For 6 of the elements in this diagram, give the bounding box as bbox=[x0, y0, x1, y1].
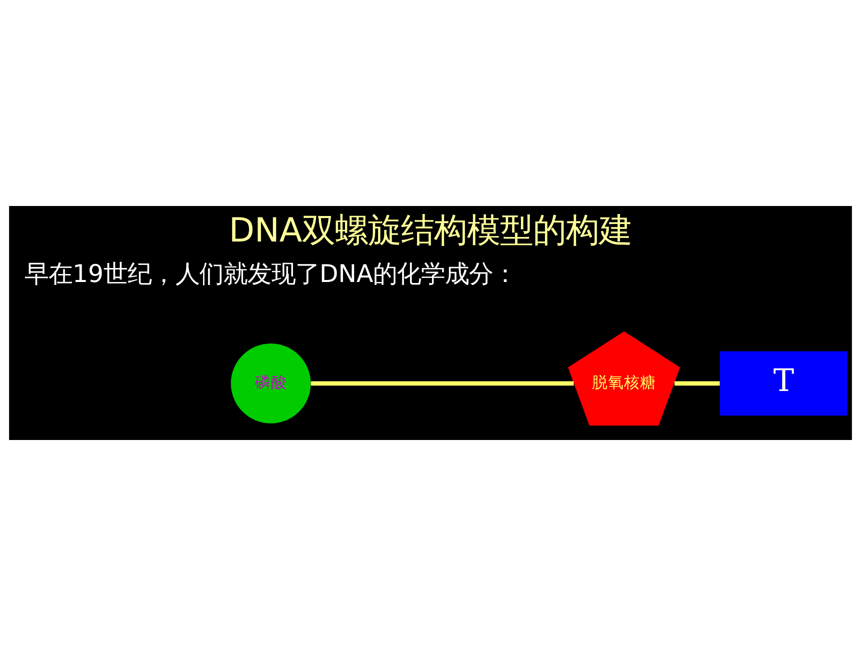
node-box: T bbox=[719, 350, 847, 416]
label: 早在19世纪，人们就发现了DNA的化学成分： bbox=[24, 258, 517, 288]
diagram-title: DNA双螺旋结构模型的构建 bbox=[228, 210, 632, 249]
connector bbox=[310, 380, 574, 386]
connector bbox=[674, 380, 720, 386]
node-circle: 磷酸 bbox=[230, 343, 310, 423]
